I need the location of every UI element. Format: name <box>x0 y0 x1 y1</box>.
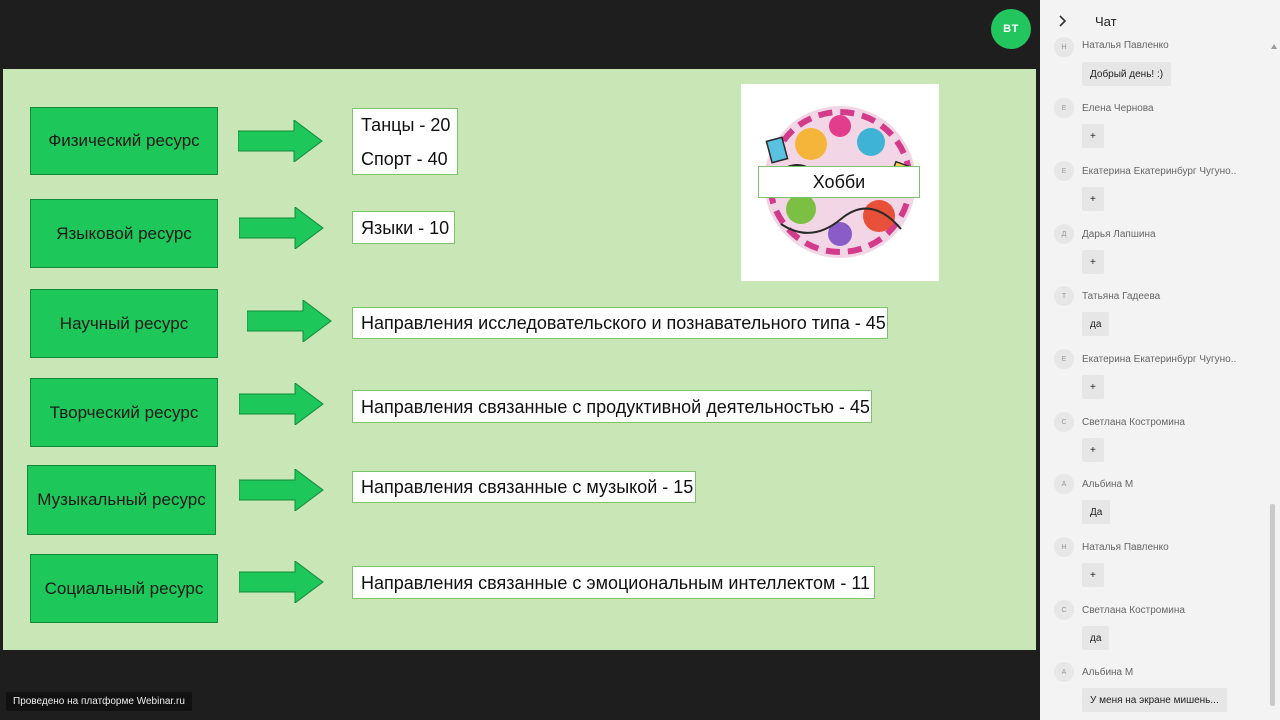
value-text: Танцы - 20 <box>361 114 451 135</box>
message-author: Альбина М <box>1082 667 1134 678</box>
user-avatar: Е <box>1054 98 1074 118</box>
user-avatar: Е <box>1054 161 1074 181</box>
resource-label: Научный ресурс <box>59 313 189 333</box>
message-text: + <box>1082 124 1104 148</box>
message-author: Дарья Лапшина <box>1082 229 1156 240</box>
message-author: Альбина М <box>1082 479 1134 490</box>
user-avatar: Д <box>1054 224 1074 244</box>
value-text: Направления связанные с музыкой - 15 <box>361 477 694 497</box>
user-avatar: Т <box>1054 286 1074 306</box>
resource-label: Творческий ресурс <box>49 402 199 422</box>
message-author: Татьяна Гадеева <box>1082 291 1161 302</box>
user-avatar: С <box>1054 412 1074 432</box>
resource-box-social: Социальный ресурс <box>30 554 218 623</box>
user-avatar: А <box>1054 662 1074 682</box>
message-text: да <box>1082 312 1110 336</box>
chat-title: Чат <box>1095 14 1117 29</box>
message-author: Наталья Павленко <box>1082 542 1169 553</box>
presenter-avatar[interactable]: BT <box>991 9 1031 49</box>
value-text: Языки - 10 <box>361 217 450 238</box>
message-author: Екатерина Екатеринбург Чугуно.. <box>1082 354 1237 365</box>
value-text: Направления исследовательского и познава… <box>361 313 886 333</box>
message-text: Добрый день! :) <box>1082 62 1172 86</box>
value-text: Спорт - 40 <box>361 148 448 169</box>
resource-box-language: Языковой ресурс <box>30 199 218 268</box>
resource-label: Физический ресурс <box>48 131 200 150</box>
arrow-right-icon <box>238 120 323 162</box>
resource-box-creative: Творческий ресурс <box>30 378 218 447</box>
resource-box-science: Научный ресурс <box>30 289 218 358</box>
platform-badge[interactable]: Проведено на платформе Webinar.ru <box>6 692 192 711</box>
value-text: Направления связанные с продуктивной дея… <box>361 396 870 417</box>
message-text: да <box>1082 626 1110 650</box>
resource-label: Языковой ресурс <box>56 223 192 243</box>
arrow-right-icon <box>239 561 324 603</box>
hobby-card: Хобби <box>741 84 939 281</box>
arrow-right-icon <box>247 300 332 342</box>
message-author: Светлана Костромина <box>1082 417 1185 428</box>
presentation-stage: BT Физический ресурс Танцы - 20 Спорт - … <box>3 9 1036 711</box>
value-box-music: Направления связанные с музыкой - 15 <box>352 471 696 503</box>
message-author: Елена Чернова <box>1082 103 1154 114</box>
value-box-language: Языки - 10 <box>352 211 455 244</box>
user-avatar: Е <box>1054 349 1074 369</box>
message-author: Екатерина Екатеринбург Чугуно.. <box>1082 166 1237 177</box>
chat-scroll-thumb[interactable] <box>1270 504 1275 706</box>
value-box-creative: Направления связанные с продуктивной дея… <box>352 390 872 423</box>
resource-box-physical: Физический ресурс <box>30 107 218 175</box>
chevron-right-icon[interactable] <box>1056 13 1070 29</box>
chat-panel: Чат Н Наталья Павленко Добрый день! :) Е… <box>1040 0 1280 720</box>
value-box-science: Направления исследовательского и познава… <box>352 307 888 339</box>
arrow-right-icon <box>239 469 324 511</box>
user-avatar: Н <box>1054 537 1074 557</box>
message-text: + <box>1082 375 1104 399</box>
message-author: Наталья Павленко <box>1082 40 1169 51</box>
resource-box-music: Музыкальный ресурс <box>27 465 216 535</box>
user-avatar: А <box>1054 474 1074 494</box>
value-text: Направления связанные с эмоциональным ин… <box>361 572 871 593</box>
arrow-right-icon <box>239 383 324 425</box>
value-box-social: Направления связанные с эмоциональным ин… <box>352 566 875 599</box>
message-text: + <box>1082 563 1104 587</box>
resource-label: Социальный ресурс <box>44 578 204 598</box>
hobby-label: Хобби <box>758 166 920 198</box>
chat-header: Чат <box>1040 0 1280 42</box>
arrow-right-icon <box>239 207 324 249</box>
message-text: Да <box>1082 500 1111 524</box>
message-author: Светлана Костромина <box>1082 605 1185 616</box>
slide: Физический ресурс Танцы - 20 Спорт - 40 … <box>3 69 1036 650</box>
message-text: + <box>1082 187 1104 211</box>
value-box-physical: Танцы - 20 Спорт - 40 <box>352 108 458 175</box>
user-avatar: Н <box>1054 37 1074 57</box>
resource-label: Музыкальный ресурс <box>37 490 206 509</box>
message-text: + <box>1082 438 1104 462</box>
message-text: У меня на экране мишень... <box>1082 688 1227 712</box>
user-avatar: С <box>1054 600 1074 620</box>
message-text: + <box>1082 250 1104 274</box>
scroll-up-icon[interactable] <box>1271 44 1277 49</box>
